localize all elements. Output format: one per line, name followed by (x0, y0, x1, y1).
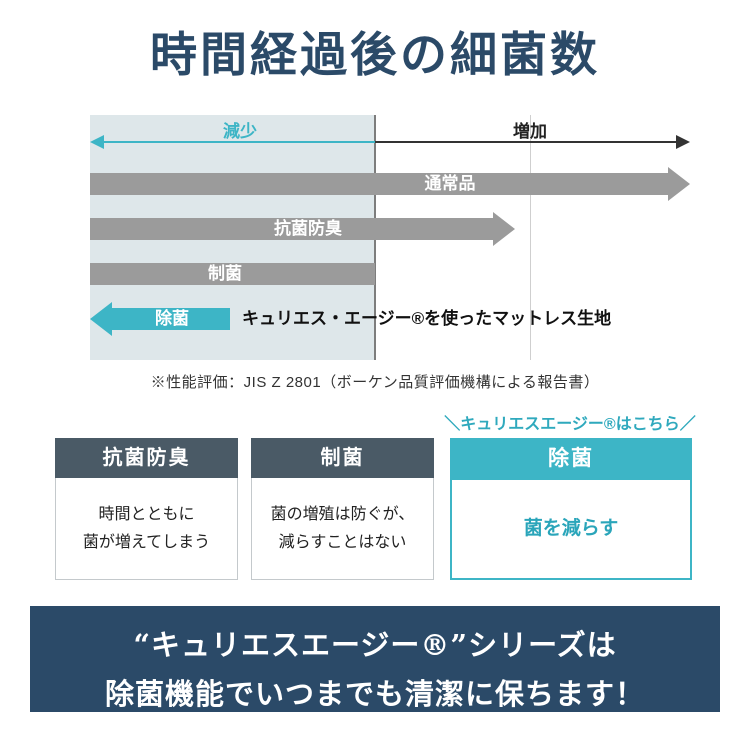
right-arrow-icon (676, 135, 690, 149)
increase-gridline (530, 115, 531, 360)
bar-shaft (90, 263, 375, 285)
axis-label-increase: 増加 (513, 122, 547, 141)
card-title: 制菌 (251, 438, 434, 478)
axis-label-decrease: 減少 (223, 122, 257, 141)
bar-label: 制菌 (208, 264, 242, 283)
left-arrowhead-icon (90, 302, 112, 336)
card-title: 除菌 (450, 438, 692, 480)
card-body-line: 時間とともに (98, 505, 195, 523)
bottom-banner: “キュリエスエージー®”シリーズは 除菌機能でいつまでも清潔に保ちます！ (30, 606, 720, 712)
bar-shaft (90, 218, 493, 240)
card-title: 抗菌防臭 (55, 438, 238, 478)
card-body-line: 菌が増えてしまう (82, 533, 211, 551)
axis-line-decrease (100, 141, 375, 143)
curies-ag-callout-link[interactable]: ＼キュリエスエージー®はこちら／ (444, 416, 696, 433)
card-body: 時間とともに 菌が増えてしまう (55, 478, 238, 580)
bar-label: 除菌 (155, 309, 189, 328)
bar-label: 抗菌防臭 (274, 219, 342, 238)
bar-note: キュリエス・エージー®を使ったマットレス生地 (242, 309, 612, 328)
bacteria-time-diagram: 減少 増加 通常品 抗菌防臭 制菌 除菌 キュリエス・エージー®を使ったマットレ… (90, 115, 690, 360)
bar-shaft (90, 173, 668, 195)
bar-label: 通常品 (424, 174, 476, 193)
bar-sterilizing: 除菌 キュリエス・エージー®を使ったマットレス生地 (90, 302, 690, 336)
card-body-line: 菌の増殖は防ぐが、 (270, 505, 415, 523)
card-body-line: 菌を減らす (523, 518, 619, 540)
axis: 減少 増加 (90, 117, 690, 157)
right-arrowhead-icon (668, 167, 690, 201)
card-body: 菌の増殖は防ぐが、 減らすことはない (251, 478, 434, 580)
axis-line-increase (375, 141, 678, 143)
evaluation-footnote: ※性能評価：JIS Z 2801（ボーケン品質評価機構による報告書） (150, 374, 600, 391)
page-title: 時間経過後の細菌数 (150, 28, 600, 83)
bar-shaft (112, 308, 230, 330)
card-sterilizing: 除菌 菌を減らす (450, 438, 692, 580)
bar-antibacterial-deodorant: 抗菌防臭 (90, 212, 690, 246)
card-bacteriostatic: 制菌 菌の増殖は防ぐが、 減らすことはない (251, 438, 434, 580)
banner-line: 除菌機能でいつまでも清潔に保ちます！ (104, 677, 645, 711)
card-body-line: 減らすことはない (278, 533, 407, 551)
bar-regular-product: 通常品 (90, 167, 690, 201)
right-arrowhead-icon (493, 212, 515, 246)
card-antibacterial-deodorant: 抗菌防臭 時間とともに 菌が増えてしまう (55, 438, 238, 580)
left-arrow-icon (90, 135, 104, 149)
bar-bacteriostatic: 制菌 (90, 257, 690, 291)
card-body: 菌を減らす (450, 480, 692, 580)
banner-line: “キュリエスエージー®”シリーズは (133, 628, 617, 662)
